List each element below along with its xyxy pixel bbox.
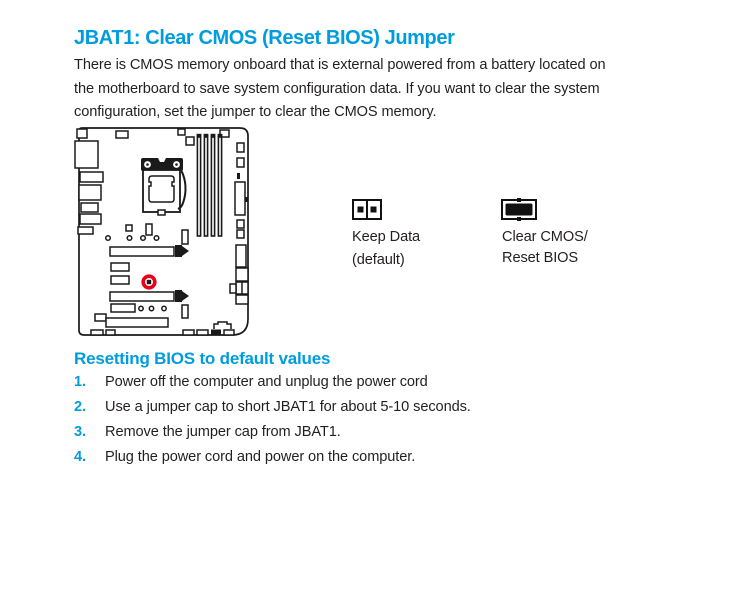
step-text: Plug the power cord and power on the com…	[105, 449, 416, 465]
keep-data-label: Keep Data	[352, 229, 421, 245]
clear-cmos-jumper-icon	[501, 198, 537, 221]
step-3: 3. Remove the jumper cap from JBAT1.	[74, 424, 341, 440]
step-text: Power off the computer and unplug the po…	[105, 374, 428, 390]
step-number: 1.	[74, 374, 86, 390]
step-4: 4. Plug the power cord and power on the c…	[74, 449, 415, 465]
keep-data-jumper-icon	[352, 199, 382, 220]
keep-data-sublabel: (default)	[352, 252, 405, 268]
step-text: Use a jumper cap to short JBAT1 for abou…	[105, 399, 471, 415]
rear-io-ports	[74, 128, 104, 235]
step-number: 3.	[74, 424, 86, 440]
motherboard-diagram	[74, 127, 249, 336]
pcie-slots	[109, 229, 189, 319]
intro-line: There is CMOS memory onboard that is ext…	[74, 57, 606, 73]
jbat1-highlight	[141, 274, 157, 290]
right-edge-connectors	[229, 142, 249, 305]
step-number: 4.	[74, 449, 86, 465]
clear-cmos-label: Clear CMOS/	[502, 229, 588, 245]
step-number: 2.	[74, 399, 86, 415]
intro-paragraph: There is CMOS memory onboard that is ext…	[74, 54, 606, 125]
clear-cmos-sublabel: Reset BIOS	[502, 250, 579, 266]
section-heading: Resetting BIOS to default values	[74, 349, 331, 368]
dimm-slots	[196, 133, 223, 237]
cpu-socket	[141, 158, 187, 216]
page-title: JBAT1: Clear CMOS (Reset BIOS) Jumper	[74, 27, 455, 49]
intro-line: the motherboard to save system configura…	[74, 80, 600, 97]
bottom-edge-headers	[90, 329, 235, 336]
step-1: 1. Power off the computer and unplug the …	[74, 374, 428, 390]
step-2: 2. Use a jumper cap to short JBAT1 for ab…	[74, 399, 471, 415]
step-text: Remove the jumper cap from JBAT1.	[105, 424, 341, 440]
intro-line: configuration, set the jumper to clear t…	[74, 104, 437, 121]
